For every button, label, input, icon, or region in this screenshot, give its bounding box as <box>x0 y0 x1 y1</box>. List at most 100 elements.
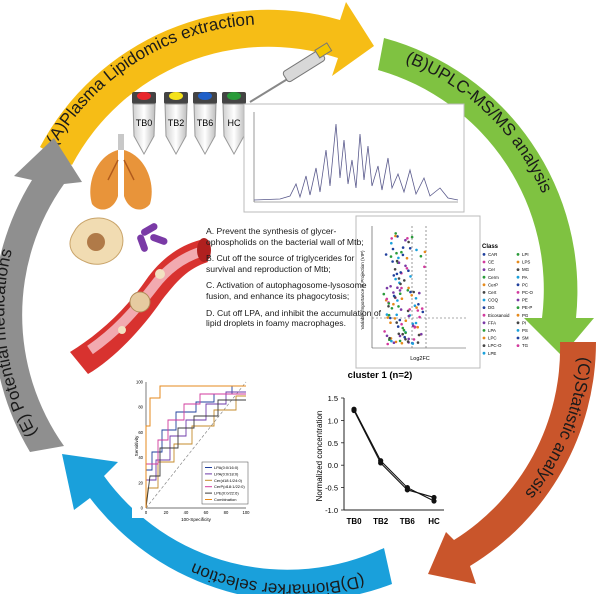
volcano-legend-marker <box>516 283 520 287</box>
mechanism-c: C. Activation of autophagosome-lysosome … <box>206 280 367 301</box>
roc-legend-item: Cer(d18:1/24:0) <box>214 478 243 483</box>
volcano-point <box>395 272 399 276</box>
volcano-point <box>410 235 414 239</box>
volcano-point <box>396 299 399 302</box>
volcano-point <box>391 247 395 251</box>
volcano-point <box>390 241 393 245</box>
volcano-point <box>411 324 415 328</box>
volcano-point <box>395 251 398 255</box>
volcano-point <box>398 289 402 292</box>
volcano-point <box>407 286 410 290</box>
volcano-legend-marker <box>482 329 486 332</box>
volcano-legend-marker <box>482 351 486 355</box>
volcano-legend-item: DG <box>488 305 495 310</box>
volcano-point <box>407 314 411 318</box>
roc-xtick-label: 20 <box>164 510 169 515</box>
volcano-point <box>404 319 408 323</box>
mechanism-a: A. Prevent the synthesis of glycer-ophos… <box>206 226 364 247</box>
tube-tb0 <box>132 92 156 156</box>
roc-curve <box>145 399 246 509</box>
volcano-legend-marker <box>482 298 486 302</box>
roc-xlabel: 100-Specificity <box>181 517 212 522</box>
volcano-legend-item: LPA <box>488 328 496 333</box>
volcano-legend-item: MG <box>522 267 530 272</box>
tube-tb2 <box>164 92 188 156</box>
volcano-legend-item: CE <box>488 260 494 265</box>
roc-curve <box>145 385 246 508</box>
roc-curve <box>145 393 246 508</box>
volcano-point <box>383 330 386 333</box>
volcano-point <box>391 260 394 263</box>
volcano-point <box>388 336 391 340</box>
volcano-point <box>416 341 420 344</box>
cluster-xtick-label: HC <box>428 517 440 526</box>
volcano-point <box>390 307 394 310</box>
volcano-legend-item: PG <box>522 313 529 318</box>
volcano-legend-marker <box>516 344 520 347</box>
cluster-point <box>431 498 437 504</box>
volcano-point <box>404 338 407 341</box>
volcano-legend-item: Cert <box>488 290 497 295</box>
volcano-point <box>399 271 403 274</box>
volcano-legend-item: CAR <box>488 252 497 257</box>
volcano-point <box>393 268 397 271</box>
volcano-point <box>399 308 403 311</box>
volcano-legend-item: COQ <box>488 298 499 303</box>
volcano-point <box>385 313 389 316</box>
volcano-plot: Variable Importance in Projection (VIP) … <box>355 215 534 369</box>
volcano-point <box>394 234 397 238</box>
volcano-point <box>406 237 409 240</box>
volcano-point <box>398 334 402 338</box>
volcano-legend-marker <box>482 253 486 256</box>
stage-e-arrow: (E) Potential medications <box>0 138 82 452</box>
volcano-point <box>406 340 410 343</box>
volcano-point <box>382 292 386 296</box>
roc-legend-item: Combination <box>214 497 236 502</box>
volcano-legend-item: PC <box>522 282 528 287</box>
volcano-point <box>407 269 410 273</box>
volcano-legend-marker <box>482 313 486 317</box>
tube-tb6 <box>193 92 217 156</box>
cluster-point <box>431 494 437 501</box>
volcano-legend-marker <box>516 268 520 271</box>
cluster-point <box>351 407 357 414</box>
roc-legend-item: LPA(0:0/18:0) <box>214 471 239 476</box>
tube-label: TB0 <box>136 118 153 128</box>
volcano-point <box>399 282 402 286</box>
volcano-point <box>392 294 396 298</box>
mechanism-list: A. Prevent the synthesis of glycer-ophos… <box>206 226 384 335</box>
volcano-legend-item: PE-P <box>522 305 532 310</box>
volcano-point <box>413 304 417 308</box>
roc-xtick-label: 0 <box>145 510 148 515</box>
roc-legend-item: CerP(d18:1/22:0) <box>214 484 245 489</box>
volcano-legend-item: PI <box>522 320 526 325</box>
volcano-legend-item: CerP <box>488 282 498 287</box>
volcano-legend-item: LPS <box>522 260 530 265</box>
cluster-ytick-label: 1.5 <box>328 394 338 403</box>
volcano-legend-marker <box>516 336 520 340</box>
volcano-point <box>421 310 425 314</box>
volcano-legend-marker <box>516 298 520 302</box>
volcano-legend-marker <box>482 283 486 287</box>
roc-legend-item: LPA(0:0/16:0) <box>214 465 239 470</box>
cluster-point <box>378 460 384 466</box>
volcano-point <box>409 275 412 278</box>
pipette-icon <box>249 42 333 103</box>
volcano-legend-item: LPE <box>488 351 496 356</box>
sample-tubes: TB0 TB2 TB6 HC <box>132 92 246 156</box>
volcano-point <box>389 316 392 320</box>
volcano-ylabel: Variable Importance in Projection (VIP) <box>360 250 365 330</box>
volcano-legend-marker <box>516 329 520 332</box>
volcano-legend-item: Eicosanoid <box>488 313 510 318</box>
volcano-point <box>392 302 395 306</box>
volcano-legend: CARCECerCermCerPCertCOQDGEicosanoidFFALP… <box>482 252 534 356</box>
volcano-point <box>398 339 402 343</box>
volcano-point <box>392 274 396 277</box>
volcano-point <box>390 339 393 343</box>
roc-ytick-label: 20 <box>138 480 143 485</box>
volcano-legend-marker <box>516 275 520 279</box>
volcano-point <box>404 331 407 335</box>
volcano-point <box>392 291 395 294</box>
volcano-legend-item: TG <box>522 343 529 348</box>
